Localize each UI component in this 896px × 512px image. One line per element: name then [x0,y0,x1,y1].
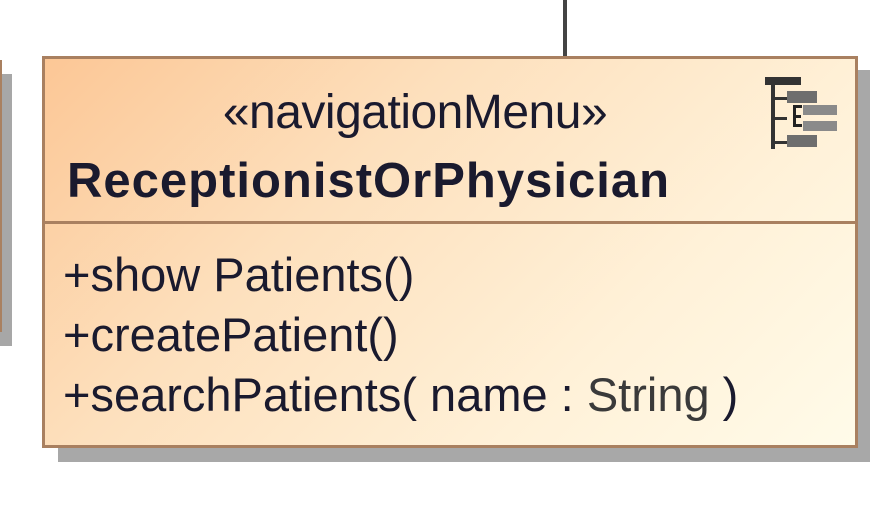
operation-visibility: + [63,248,91,301]
compartment-divider [45,221,855,224]
class-name: ReceptionistOrPhysician [67,154,671,208]
operation-name: show Patients() [90,248,415,301]
class-stereotype: «navigationMenu» [222,86,608,139]
operation-create-patient[interactable]: +createPatient() [63,305,853,365]
navigation-menu-tree-icon [765,77,837,149]
neighbor-element[interactable] [0,60,2,332]
operations-compartment: +show Patients() +createPatient() +searc… [63,245,853,425]
class-header: «navigationMenu» ReceptionistOrPhysician [45,59,855,223]
operation-show-patients[interactable]: +show Patients() [63,245,853,305]
operation-params: name : [417,368,587,421]
operation-name: createPatient() [90,308,399,361]
operation-close: ) [709,368,739,421]
association-connector[interactable] [563,0,567,58]
operation-search-patients[interactable]: +searchPatients( name : String ) [63,365,853,425]
operation-visibility: + [63,368,91,421]
neighbor-element-shadow [0,74,12,346]
class-node[interactable]: «navigationMenu» ReceptionistOrPhysician [42,56,858,448]
operation-visibility: + [63,308,91,361]
operation-name: searchPatients( [90,368,417,421]
operation-param-type: String [586,368,710,421]
